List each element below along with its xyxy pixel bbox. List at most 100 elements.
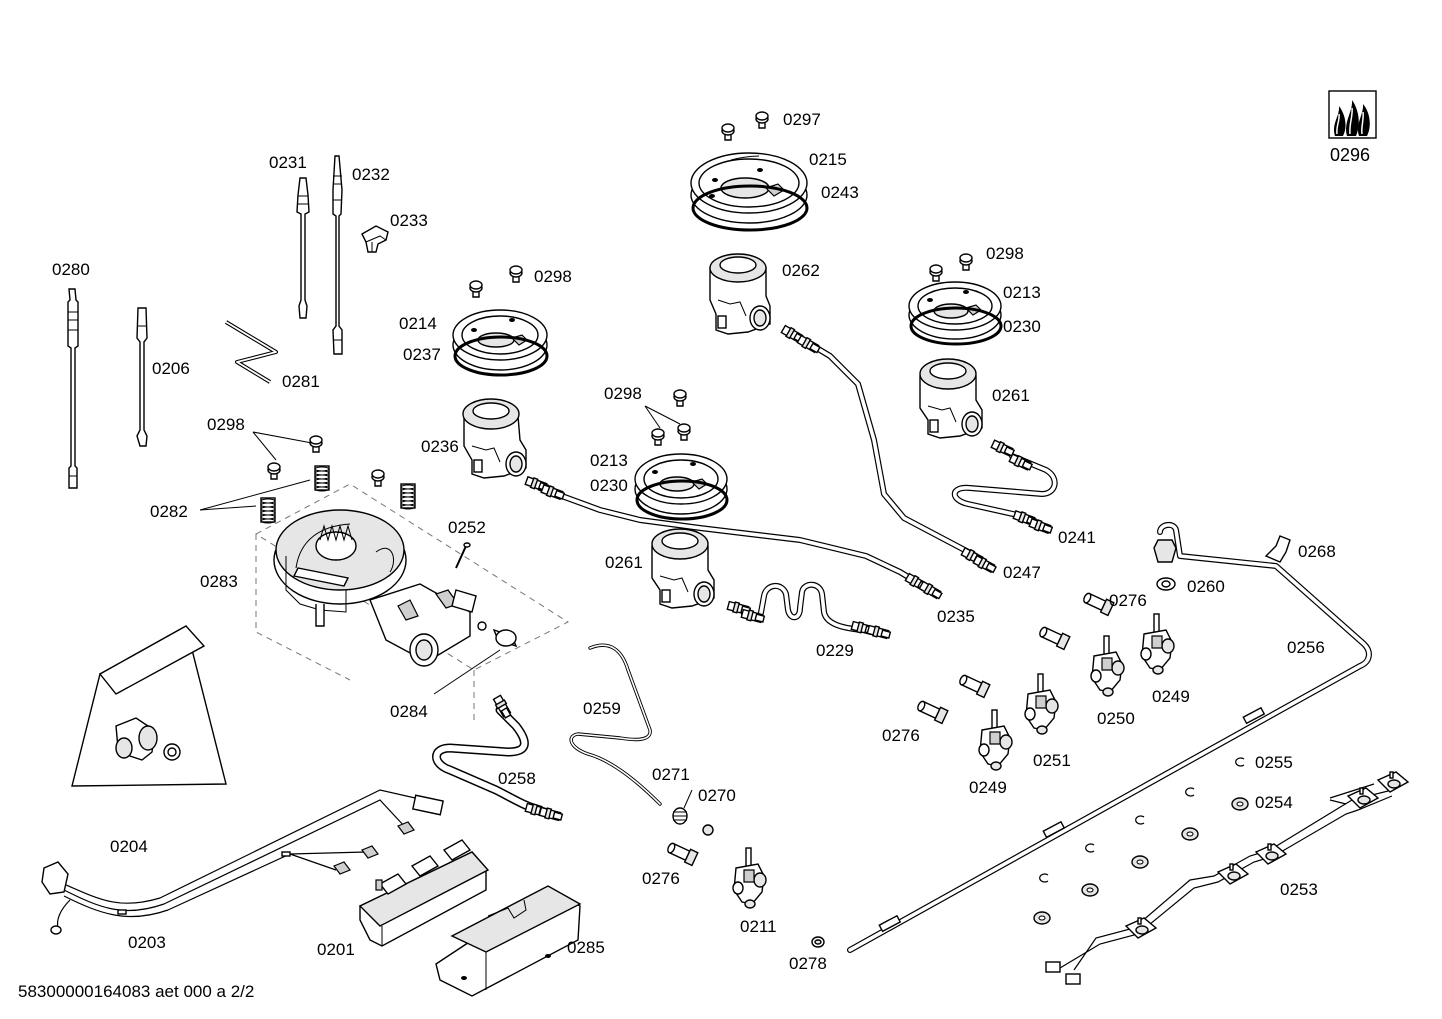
part-label-0283: 0283 [200, 572, 238, 591]
gas-valve-icon [978, 709, 1013, 771]
burner-body-0236 [462, 398, 527, 479]
part-label-0236: 0236 [421, 437, 459, 456]
pipe-fitting-icon [740, 608, 766, 624]
part-label-0243: 0243 [821, 183, 859, 202]
part-label-0206: 0206 [152, 359, 190, 378]
part-label-0215: 0215 [809, 150, 847, 169]
injector-icon [959, 674, 991, 699]
burner-body-0261-center [651, 528, 715, 609]
part-label-0258: 0258 [498, 769, 536, 788]
fitting-0284 [433, 621, 518, 695]
screw-icon [755, 111, 769, 129]
part-label-0271: 0271 [652, 765, 690, 784]
washer-icon [1181, 827, 1199, 841]
part-label-0282: 0282 [150, 502, 188, 521]
washers-0254 [1033, 797, 1249, 925]
part-label-0298-b: 0298 [986, 244, 1024, 263]
gas-flame-symbol [1328, 90, 1377, 139]
part-label-0297: 0297 [783, 110, 821, 129]
gas-valve-icon [1024, 673, 1059, 735]
part-label-0255: 0255 [1255, 753, 1293, 772]
screws [267, 111, 973, 487]
part-label-0241: 0241 [1058, 528, 1096, 547]
part-label-0276-b: 0276 [882, 726, 920, 745]
part-label-0229: 0229 [816, 641, 854, 660]
part-label-0260: 0260 [1187, 577, 1225, 596]
pipe-fitting-icon [796, 334, 821, 354]
part-label-0249-b: 0249 [969, 778, 1007, 797]
electrode-holder-icon [1216, 863, 1250, 885]
washer-icon [1033, 911, 1051, 925]
thermocouple-0231 [296, 177, 310, 319]
screw-icon [309, 435, 323, 453]
part-label-0237: 0237 [403, 345, 441, 364]
burner-cap-0213-center [634, 453, 728, 515]
part-label-0214: 0214 [399, 314, 437, 333]
part-label-0247: 0247 [1003, 563, 1041, 582]
electrode-holder-icon [1376, 771, 1410, 793]
pipe-fitting-icon [540, 483, 566, 501]
screw-icon [509, 265, 523, 283]
part-label-0285: 0285 [567, 938, 605, 957]
gas-valve-icon [1090, 635, 1125, 697]
clip-icon [1185, 787, 1195, 797]
part-label-0230-a: 0230 [1003, 317, 1041, 336]
screw-icon [721, 123, 735, 141]
injector-icon [1039, 626, 1071, 651]
part-label-0268: 0268 [1298, 542, 1336, 561]
part-label-0250: 0250 [1097, 709, 1135, 728]
part-label-0280: 0280 [52, 260, 90, 279]
burner-ring-0230-center [635, 479, 729, 521]
electrode-0206 [136, 307, 148, 447]
burner-cap-0213-right [908, 281, 1002, 340]
burner-ring-0243 [691, 184, 809, 232]
pipe-fitting-icon [538, 806, 564, 822]
screw-icon [469, 280, 483, 298]
part-label-0278: 0278 [789, 954, 827, 973]
cover-0204 [71, 624, 227, 787]
part-label-0259: 0259 [583, 699, 621, 718]
burner-ring-0237 [453, 335, 549, 377]
spring-icon [260, 497, 276, 524]
part-label-0252: 0252 [448, 518, 486, 537]
part-label-0253: 0253 [1280, 880, 1318, 899]
part-label-0213-b: 0213 [590, 451, 628, 470]
injector-0256-top [1153, 539, 1177, 563]
clip-0268 [1264, 535, 1291, 563]
burner-cap-0214 [452, 309, 548, 371]
spring-icon [314, 465, 330, 492]
part-label-0203: 0203 [128, 933, 166, 952]
screw-icon [959, 253, 973, 271]
washer-icon [1131, 855, 1149, 869]
burner-cap-0215 [690, 152, 808, 224]
thermocouple-0280 [67, 288, 79, 489]
part-label-0270: 0270 [698, 786, 736, 805]
springs-0282 [260, 465, 416, 524]
pipe-fitting-icon [972, 554, 997, 574]
bracket-0285 [435, 885, 582, 997]
part-label-0235: 0235 [937, 607, 975, 626]
burner-body-0261-right [919, 358, 983, 439]
part-label-0233: 0233 [390, 211, 428, 230]
part-label-0213-a: 0213 [1003, 283, 1041, 302]
gas-regulator-0283 [255, 483, 570, 720]
burner-ring-0230-right [909, 306, 1003, 346]
part-label-0232: 0232 [352, 165, 390, 184]
nozzle-0270 [702, 824, 714, 836]
washer-icon [1231, 797, 1249, 811]
leader-lines [199, 405, 693, 809]
injectors-0276 [667, 592, 1115, 867]
washer-0260 [1156, 577, 1176, 591]
part-label-0276-c: 0276 [642, 869, 680, 888]
part-label-0281: 0281 [282, 372, 320, 391]
pipe-fitting-icon [1008, 453, 1034, 471]
electrode-holders-0253 [1124, 771, 1410, 939]
part-label-0298-d: 0298 [207, 415, 245, 434]
spring-icon [400, 483, 416, 510]
part-label-0298-c: 0298 [604, 384, 642, 403]
clip-0233 [361, 225, 389, 253]
part-label-0201: 0201 [317, 940, 355, 959]
part-label-0296: 0296 [1330, 145, 1371, 165]
